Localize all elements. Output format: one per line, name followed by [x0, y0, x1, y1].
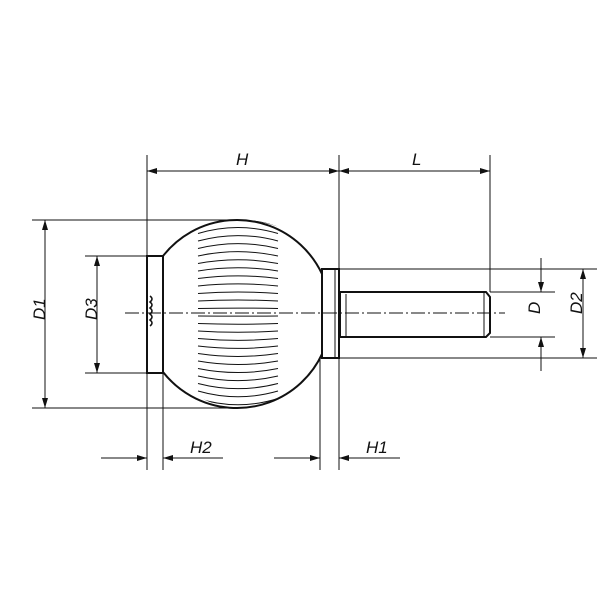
label-H: H — [236, 150, 249, 169]
knurl-line — [197, 323, 279, 325]
knurl-line — [197, 299, 279, 302]
knurl-line — [197, 375, 279, 382]
knurl-line — [197, 390, 279, 398]
knurl-line — [197, 275, 279, 279]
knurl-line — [197, 227, 279, 234]
label-D2: D2 — [567, 292, 586, 314]
dimension-lines — [42, 168, 586, 461]
threaded-stud — [339, 291, 491, 338]
knurl-line — [197, 368, 279, 374]
label-H2: H2 — [190, 438, 212, 457]
knurl-line — [197, 345, 279, 349]
label-H1: H1 — [366, 438, 388, 457]
knurl-line — [197, 383, 279, 390]
label-D1: D1 — [30, 298, 49, 320]
knurl-line — [197, 259, 279, 264]
label-D: D — [525, 302, 544, 314]
knurl-line — [197, 267, 279, 272]
knurl-line — [197, 283, 279, 287]
knurl-line — [197, 338, 279, 341]
knurl-line — [197, 235, 279, 242]
knurl-line — [197, 291, 279, 294]
knurl-line — [197, 330, 279, 333]
knurl-line — [197, 243, 279, 249]
label-D3: D3 — [82, 298, 101, 320]
knurl-line — [197, 251, 279, 257]
extension-lines — [32, 155, 597, 470]
flange-notches — [148, 295, 153, 327]
label-L: L — [412, 150, 421, 169]
knurl-line — [197, 353, 279, 357]
knurl-line — [197, 360, 279, 365]
left-flange — [146, 255, 164, 374]
knob-body — [146, 219, 491, 409]
